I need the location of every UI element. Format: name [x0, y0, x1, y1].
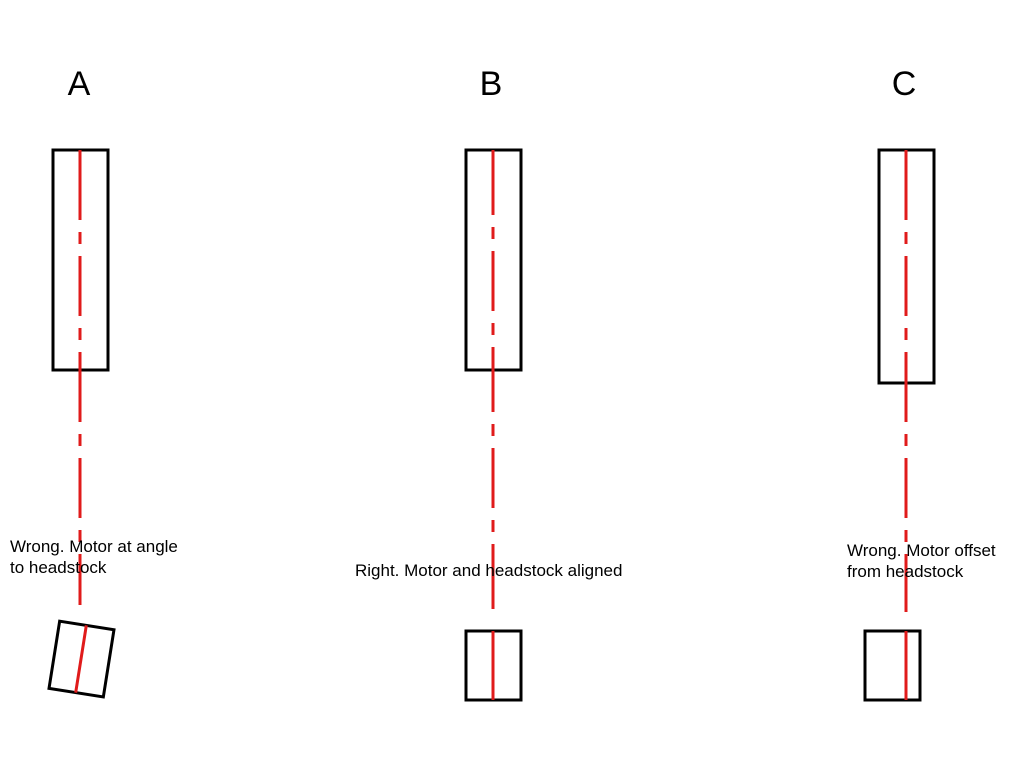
- panel-c-letter: C: [892, 65, 917, 103]
- panel-a-caption-line-1: Wrong. Motor at angle: [10, 537, 178, 556]
- panel-a-motor: [47, 619, 116, 699]
- panel-c-caption-line-2: from headstock: [847, 562, 964, 581]
- panel-a-caption: Wrong. Motor at angle to headstock: [10, 537, 183, 577]
- panel-c: C Wrong. Motor offset from headstock: [847, 65, 1000, 702]
- panel-a-letter: A: [68, 65, 91, 103]
- panel-c-motor-body: [863, 629, 922, 702]
- panel-b-caption-line-1: Right. Motor and headstock aligned: [355, 561, 622, 580]
- panel-a: A Wrong. Motor at angle to headstock: [10, 65, 183, 699]
- panel-c-motor: [863, 629, 922, 702]
- panel-b-caption: Right. Motor and headstock aligned: [355, 561, 622, 580]
- panel-a-motor-axis: [74, 625, 88, 693]
- panel-b: B Right. Motor and headstock aligned: [355, 65, 622, 702]
- panel-c-caption-line-1: Wrong. Motor offset: [847, 541, 996, 560]
- panel-b-motor: [464, 629, 523, 702]
- panel-a-caption-line-2: to headstock: [10, 558, 107, 577]
- panel-c-caption: Wrong. Motor offset from headstock: [847, 541, 1000, 581]
- panel-b-letter: B: [480, 65, 503, 103]
